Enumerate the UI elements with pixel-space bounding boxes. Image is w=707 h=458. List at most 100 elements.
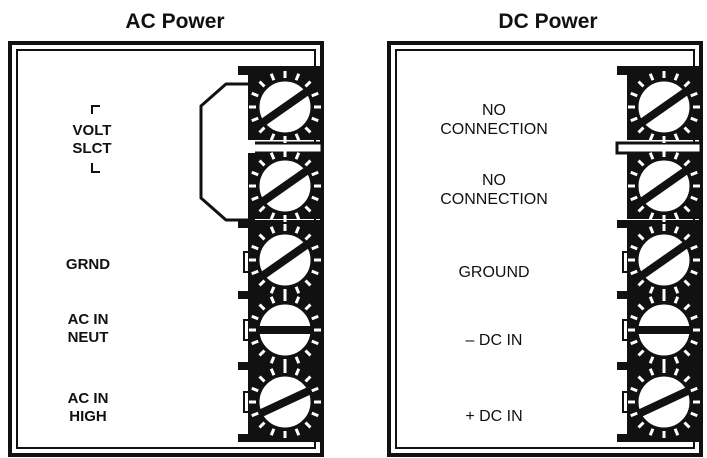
dc-screw-terminal-2 bbox=[627, 150, 701, 222]
knurl-mark bbox=[269, 226, 276, 234]
knurl-mark bbox=[690, 116, 698, 123]
knurl-mark bbox=[251, 386, 259, 393]
knurl-mark bbox=[294, 226, 301, 234]
knurl-mark bbox=[690, 91, 698, 98]
dc-screw-terminal-1 bbox=[627, 71, 701, 143]
screw-slot-icon bbox=[637, 386, 691, 418]
knurl-mark bbox=[294, 73, 301, 81]
knurl-mark bbox=[258, 279, 266, 287]
knurl-mark bbox=[258, 421, 266, 429]
knurl-mark bbox=[251, 91, 259, 98]
knurl-mark bbox=[258, 126, 266, 134]
ac-screw-terminal-2 bbox=[248, 150, 322, 222]
knurl-mark bbox=[630, 170, 638, 177]
knurl-mark bbox=[673, 226, 680, 234]
dc-screw-terminal-4 bbox=[627, 294, 701, 366]
knurl-mark bbox=[304, 126, 312, 134]
ac-screw-terminal-5 bbox=[248, 366, 322, 438]
knurl-mark bbox=[258, 159, 266, 167]
knurl-mark bbox=[673, 133, 680, 141]
knurl-mark bbox=[673, 356, 680, 364]
knurl-mark bbox=[630, 411, 638, 418]
knurl-mark bbox=[269, 356, 276, 364]
screw-slot-icon bbox=[637, 326, 691, 334]
voltage-select-jumper-icon bbox=[199, 82, 255, 222]
knurl-mark bbox=[683, 349, 691, 357]
knurl-mark bbox=[251, 116, 259, 123]
knurl-mark bbox=[258, 303, 266, 311]
ac-label-line: AC IN bbox=[68, 390, 109, 407]
ac-label-line: NEUT bbox=[68, 329, 109, 346]
dc-label-negative-dc-in: – DC IN bbox=[466, 332, 523, 349]
knurl-mark bbox=[304, 80, 312, 88]
dc-label-no-connection-2: NO CONNECTION bbox=[440, 172, 548, 208]
dc-label-line: CONNECTION bbox=[440, 121, 548, 138]
ac-screw-terminal-3 bbox=[248, 224, 322, 296]
knurl-mark bbox=[648, 286, 655, 294]
knurl-mark bbox=[673, 73, 680, 81]
knurl-mark bbox=[683, 159, 691, 167]
knurl-mark bbox=[637, 233, 645, 241]
knurl-mark bbox=[304, 421, 312, 429]
ac-label-line: AC IN bbox=[68, 311, 109, 328]
screw-slot-icon bbox=[258, 326, 312, 334]
screw-slot-icon bbox=[639, 241, 689, 279]
screw-slot-icon bbox=[258, 386, 312, 418]
dc-label-line: NO bbox=[482, 172, 506, 189]
knurl-mark bbox=[294, 133, 301, 141]
knurl-mark bbox=[648, 152, 655, 160]
knurl-mark bbox=[648, 296, 655, 304]
knurl-mark bbox=[673, 368, 680, 376]
knurl-mark bbox=[630, 339, 638, 346]
knurl-mark bbox=[258, 349, 266, 357]
knurl-mark bbox=[630, 244, 638, 251]
knurl-mark bbox=[269, 133, 276, 141]
knurl-mark bbox=[304, 279, 312, 287]
knurl-mark bbox=[637, 421, 645, 429]
ac-label-ac-in-high: AC IN HIGH bbox=[68, 390, 109, 425]
ac-label-volt-slct: VOLT SLCT bbox=[72, 105, 112, 173]
knurl-mark bbox=[683, 80, 691, 88]
dc-label-line: CONNECTION bbox=[440, 191, 548, 208]
knurl-mark bbox=[630, 269, 638, 276]
knurl-mark bbox=[637, 80, 645, 88]
knurl-mark bbox=[251, 170, 259, 177]
knurl-mark bbox=[648, 356, 655, 364]
ac-label-ac-in-neut: AC IN NEUT bbox=[68, 311, 109, 346]
knurl-mark bbox=[683, 233, 691, 241]
knurl-mark bbox=[648, 212, 655, 220]
knurl-mark bbox=[251, 244, 259, 251]
knurl-mark bbox=[630, 91, 638, 98]
knurl-mark bbox=[648, 73, 655, 81]
knurl-mark bbox=[269, 286, 276, 294]
knurl-mark bbox=[304, 159, 312, 167]
dc-label-ground: GROUND bbox=[458, 264, 529, 281]
knurl-mark bbox=[630, 195, 638, 202]
screw-slot-icon bbox=[639, 88, 689, 126]
knurl-mark bbox=[258, 80, 266, 88]
knurl-mark bbox=[311, 339, 319, 346]
ac-screw-terminal-4 bbox=[248, 294, 322, 366]
dc-screw-terminal-5 bbox=[627, 366, 701, 438]
knurl-mark bbox=[294, 152, 301, 160]
knurl-mark bbox=[269, 212, 276, 220]
knurl-mark bbox=[648, 226, 655, 234]
knurl-mark bbox=[311, 170, 319, 177]
knurl-mark bbox=[683, 375, 691, 383]
ac-label-line: SLCT bbox=[72, 140, 111, 157]
dc-label-no-connection-1: NO CONNECTION bbox=[440, 102, 548, 138]
knurl-mark bbox=[258, 375, 266, 383]
dc-power-panel: DC Power NO CONNECTION NO CONNECTION GRO… bbox=[387, 10, 703, 457]
knurl-mark bbox=[311, 91, 319, 98]
knurl-mark bbox=[258, 233, 266, 241]
knurl-mark bbox=[690, 386, 698, 393]
knurl-mark bbox=[251, 195, 259, 202]
screw-slot-icon bbox=[639, 167, 689, 205]
knurl-mark bbox=[637, 126, 645, 134]
knurl-mark bbox=[690, 195, 698, 202]
dc-label-line: NO bbox=[482, 102, 506, 119]
knurl-mark bbox=[683, 279, 691, 287]
ac-panel-title: AC Power bbox=[125, 10, 224, 33]
knurl-mark bbox=[648, 133, 655, 141]
